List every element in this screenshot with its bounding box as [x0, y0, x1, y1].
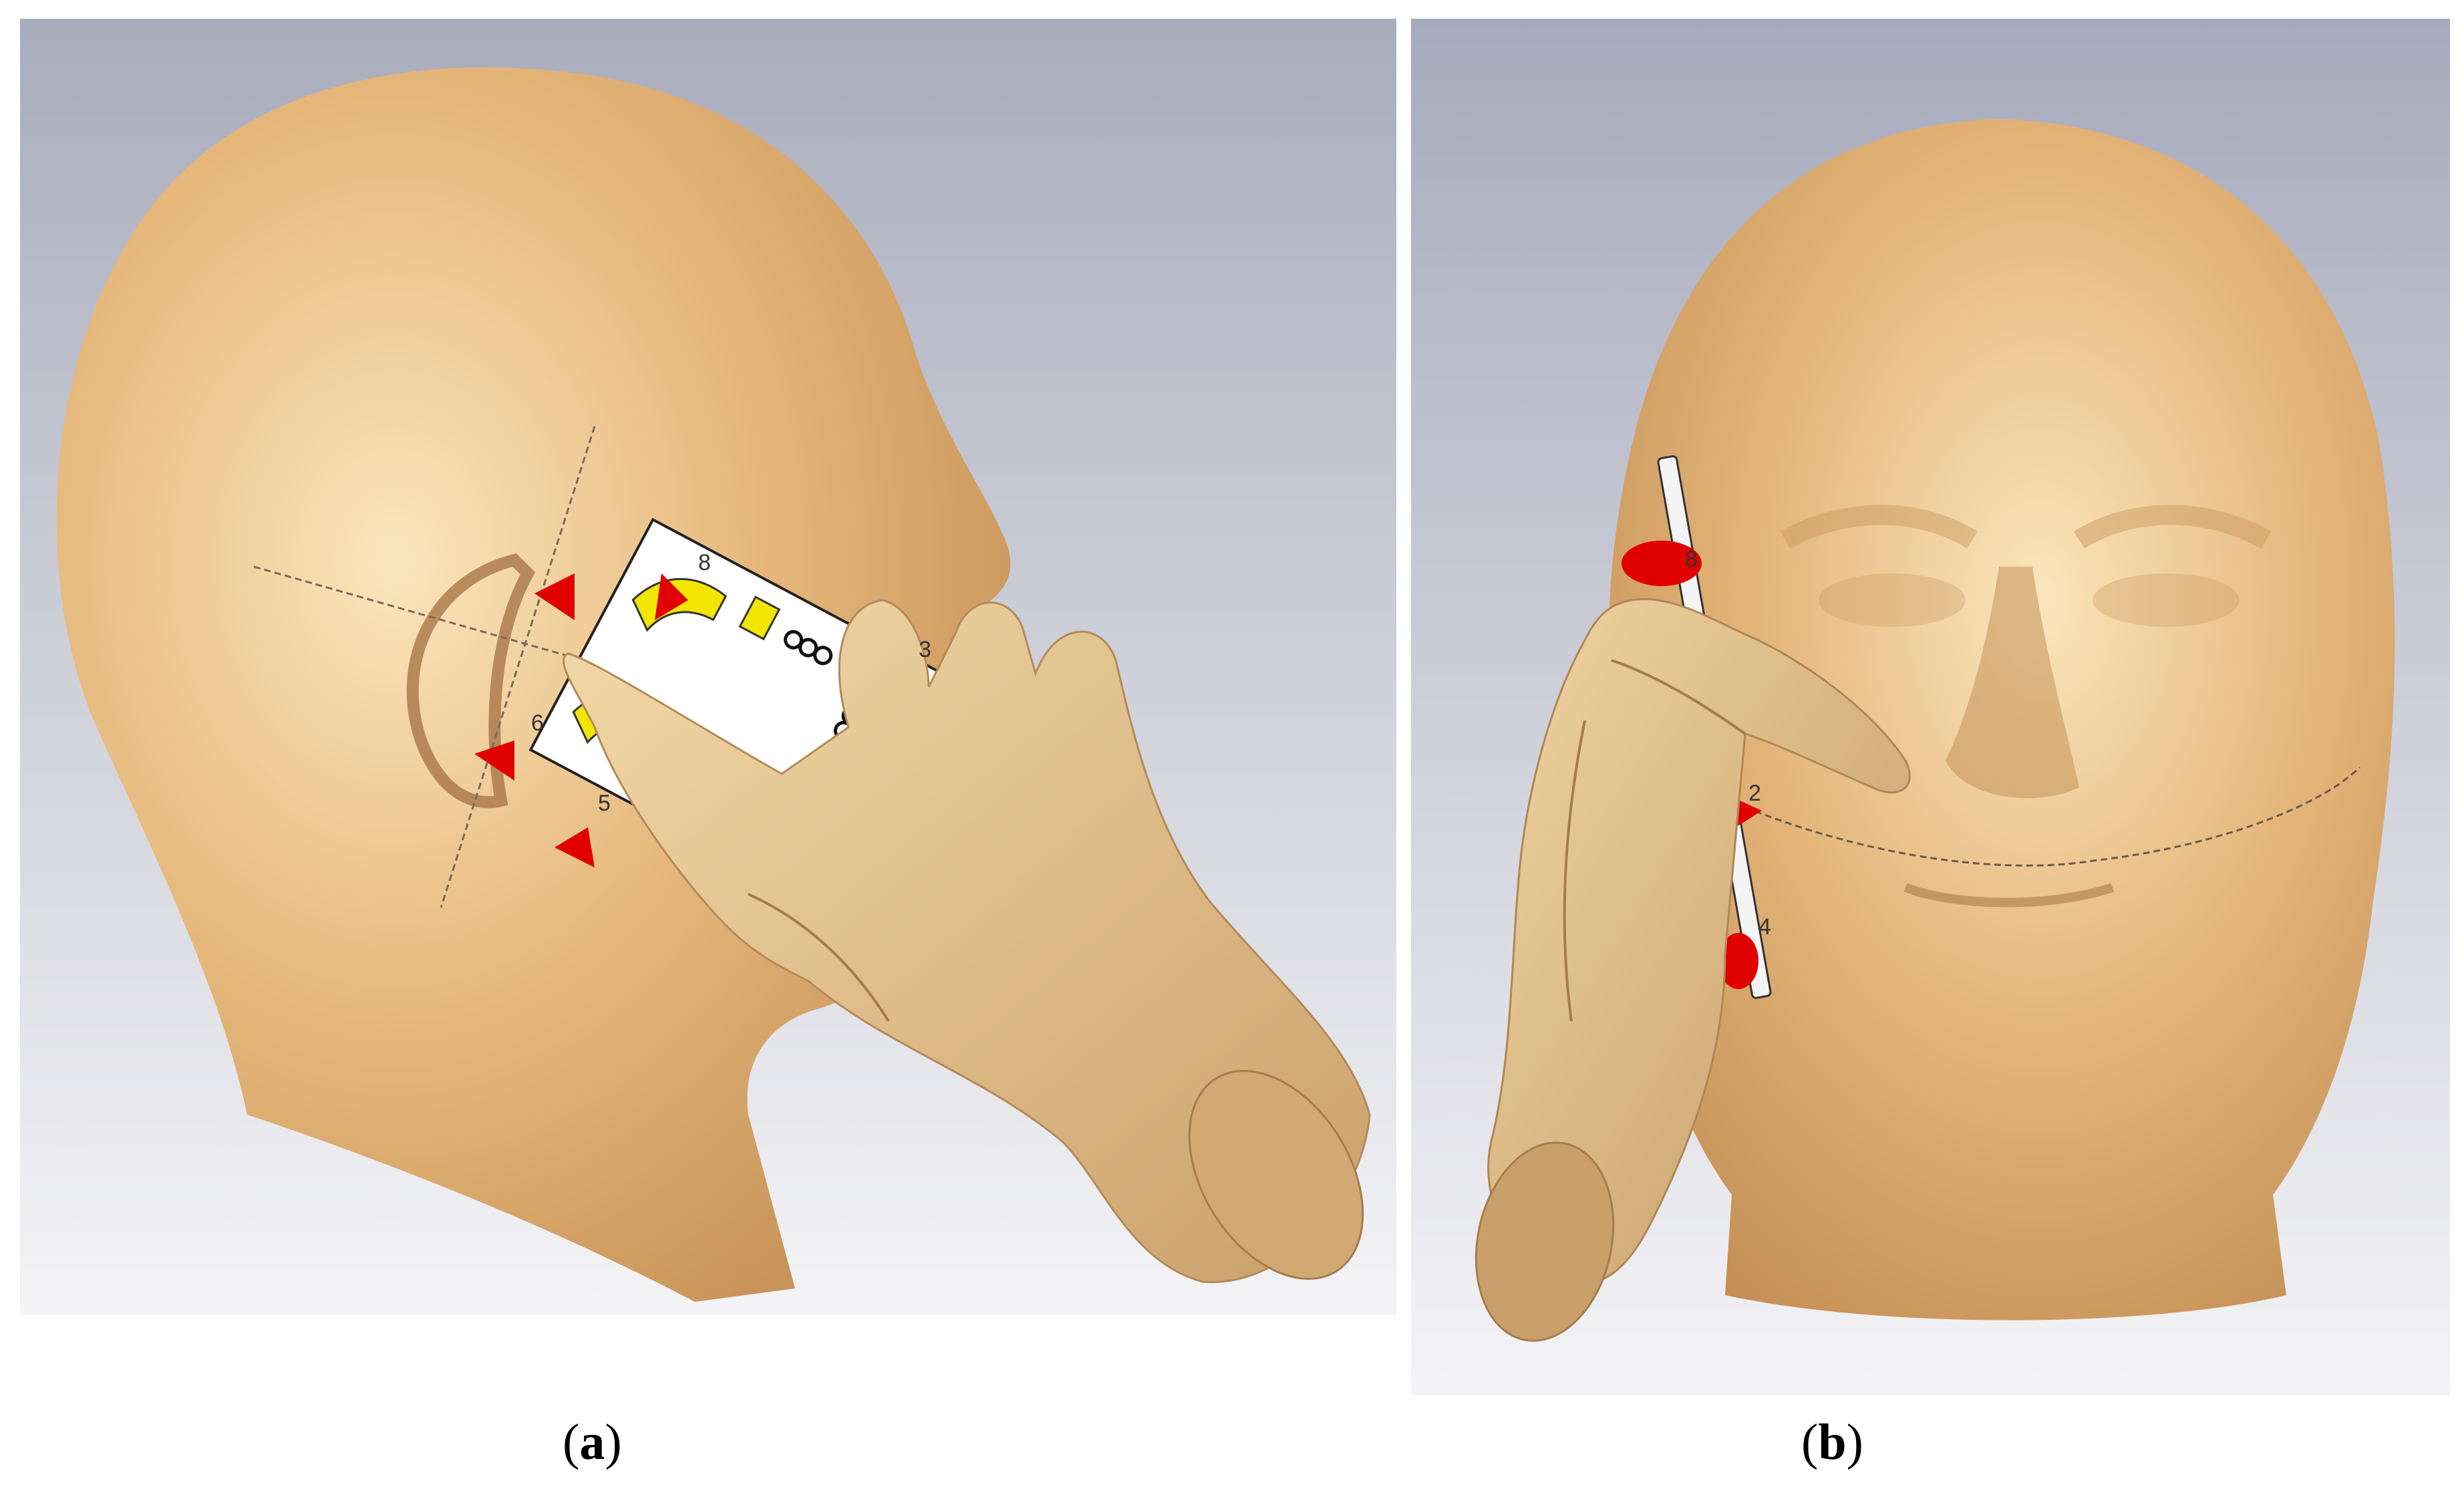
panel-b-scene: 8 2 4: [1411, 19, 2450, 1395]
panel-b-caption: (b): [1801, 1413, 1863, 1472]
port-marker: [1718, 933, 1758, 989]
wrist-cut: [1188, 1069, 1364, 1280]
port-marker: [474, 740, 514, 781]
hand-crease: [748, 893, 890, 1022]
head-model-icon: [1608, 119, 2395, 1321]
panel-b-front-view: 8 2 4: [1411, 19, 2450, 1395]
caption-letter: a: [579, 1414, 605, 1470]
mouth: [1903, 883, 2115, 908]
wrist-cut: [1475, 1141, 1615, 1342]
head-model-icon: [56, 67, 1023, 1303]
eye-right: [2093, 573, 2240, 627]
antenna-patch: [738, 595, 781, 641]
brow-left: [1780, 505, 1978, 549]
port-label: 8: [698, 550, 711, 575]
hand-silhouette: [1487, 598, 1911, 1284]
caption-paren-open: (: [1801, 1414, 1819, 1470]
caption-paren-close: ): [605, 1414, 622, 1470]
brow-right: [2074, 505, 2272, 549]
port-marker: [534, 573, 575, 620]
eye-left: [1819, 573, 1966, 627]
port-cone-icon: [474, 573, 688, 867]
reference-line-vertical: [440, 426, 596, 908]
port-marker: [555, 827, 595, 867]
port-label: 3: [919, 637, 931, 662]
hand-model-icon: [1475, 598, 1911, 1342]
nose: [1946, 567, 2079, 799]
port-label: 2: [1748, 781, 1761, 806]
hand-model-icon: [563, 599, 1371, 1283]
panel-a-scene: 8 3 6 5: [20, 19, 1396, 1315]
port-marker: [655, 573, 688, 620]
caption-paren-close: ): [1846, 1414, 1863, 1470]
hand-silhouette: [563, 599, 1371, 1283]
caption-paren-open: (: [563, 1414, 580, 1470]
finger-crease: [1611, 659, 1746, 735]
reference-line: [1744, 766, 2361, 867]
port-label: 4: [1758, 914, 1771, 940]
head-silhouette: [56, 67, 1023, 1303]
caption-letter: b: [1818, 1414, 1847, 1470]
port-label: 5: [598, 791, 611, 816]
panel-a-caption: (a): [563, 1413, 622, 1472]
port-marker: [1622, 541, 1702, 586]
finger-crease: [1563, 720, 1586, 1022]
panel-a-side-view: 8 3 6 5: [20, 19, 1396, 1315]
port-label: 6: [531, 710, 544, 736]
port-label: 8: [1685, 547, 1698, 572]
